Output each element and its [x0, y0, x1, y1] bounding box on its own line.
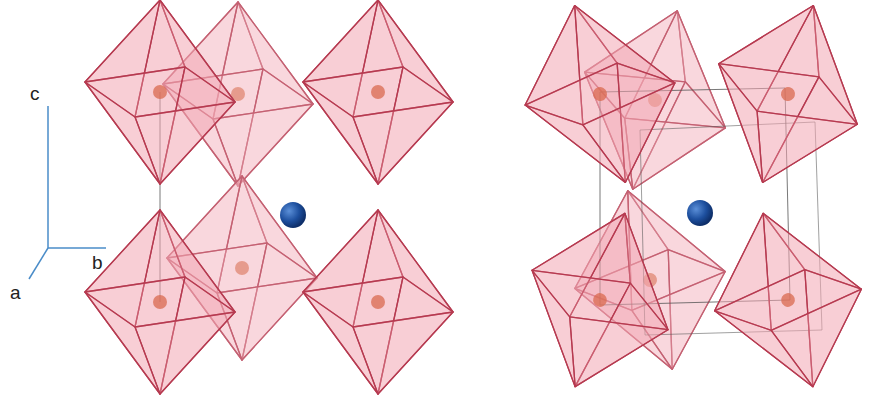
axis-label: c [30, 84, 40, 103]
tilted-perovskite [503, 0, 871, 398]
axis-label: b [92, 253, 103, 272]
axis-lines [29, 106, 106, 279]
axis-label: a [10, 283, 21, 302]
cubic-perovskite [85, 0, 453, 394]
